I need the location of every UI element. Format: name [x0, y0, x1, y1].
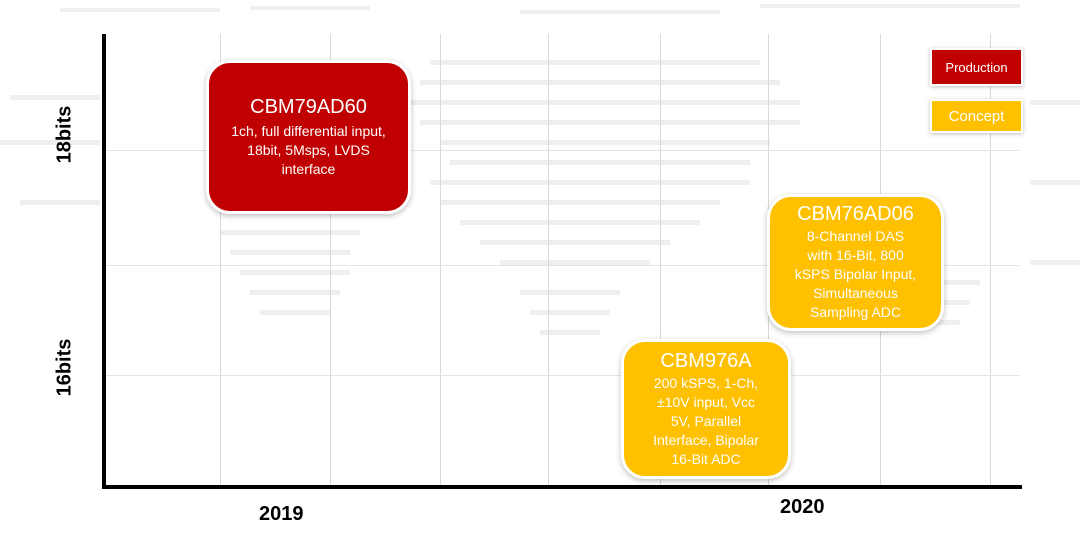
- product-title: CBM976A: [660, 349, 752, 372]
- product-card-cbm76ad06: CBM76AD06 8-Channel DAS with 16-Bit, 800…: [767, 194, 944, 331]
- product-description: 200 kSPS, 1-Ch, ±10V input, Vcc 5V, Para…: [653, 374, 759, 469]
- description-line: ±10V input, Vcc: [657, 393, 755, 410]
- y-axis-label-16bits: 16bits: [53, 338, 76, 397]
- grid-line: [990, 34, 991, 487]
- grid-line: [106, 150, 1020, 151]
- grid-line: [106, 265, 1020, 266]
- legend-concept: Concept: [930, 99, 1023, 133]
- x-axis-line: [102, 485, 1022, 489]
- x-axis-label-2019: 2019: [259, 503, 304, 525]
- grid-line: [220, 34, 221, 487]
- description-line: 200 kSPS, 1-Ch,: [653, 374, 759, 391]
- product-card-cbm976a: CBM976A 200 kSPS, 1-Ch, ±10V input, Vcc …: [621, 339, 791, 479]
- x-axis-label-2020: 2020: [780, 496, 825, 518]
- legend-production: Production: [930, 48, 1023, 86]
- grid-line: [330, 34, 331, 487]
- description-line: 18bit, 5Msps, LVDS: [247, 141, 370, 158]
- grid-line: [440, 34, 441, 487]
- description-line: with 16-Bit, 800: [807, 247, 904, 263]
- legend-production-label: Production: [945, 59, 1008, 75]
- product-title: CBM76AD06: [797, 203, 914, 225]
- description-line: 5V, Parallel: [670, 412, 742, 429]
- y-axis-line: [102, 34, 106, 489]
- description-line: interface: [281, 160, 336, 177]
- product-description: 1ch, full differential input, 18bit, 5Ms…: [231, 122, 386, 179]
- grid-line: [660, 34, 661, 487]
- description-line: Simultaneous: [813, 285, 898, 301]
- product-title: CBM79AD60: [250, 95, 367, 118]
- description-line: 16-Bit ADC: [671, 450, 741, 467]
- description-line: Interface, Bipolar: [653, 431, 759, 448]
- y-axis-label-18bits: 18bits: [53, 105, 76, 164]
- description-line: kSPS Bipolar Input,: [794, 266, 917, 282]
- grid-line: [106, 375, 1020, 376]
- product-description: 8-Channel DAS with 16-Bit, 800 kSPS Bipo…: [795, 227, 916, 322]
- grid-line: [548, 34, 549, 487]
- product-card-cbm79ad60: CBM79AD60 1ch, full differential input, …: [206, 60, 411, 214]
- description-line: 8-Channel DAS: [806, 228, 905, 244]
- description-line: Sampling ADC: [809, 304, 902, 320]
- legend-concept-label: Concept: [948, 107, 1005, 125]
- description-line: 1ch, full differential input,: [231, 122, 386, 139]
